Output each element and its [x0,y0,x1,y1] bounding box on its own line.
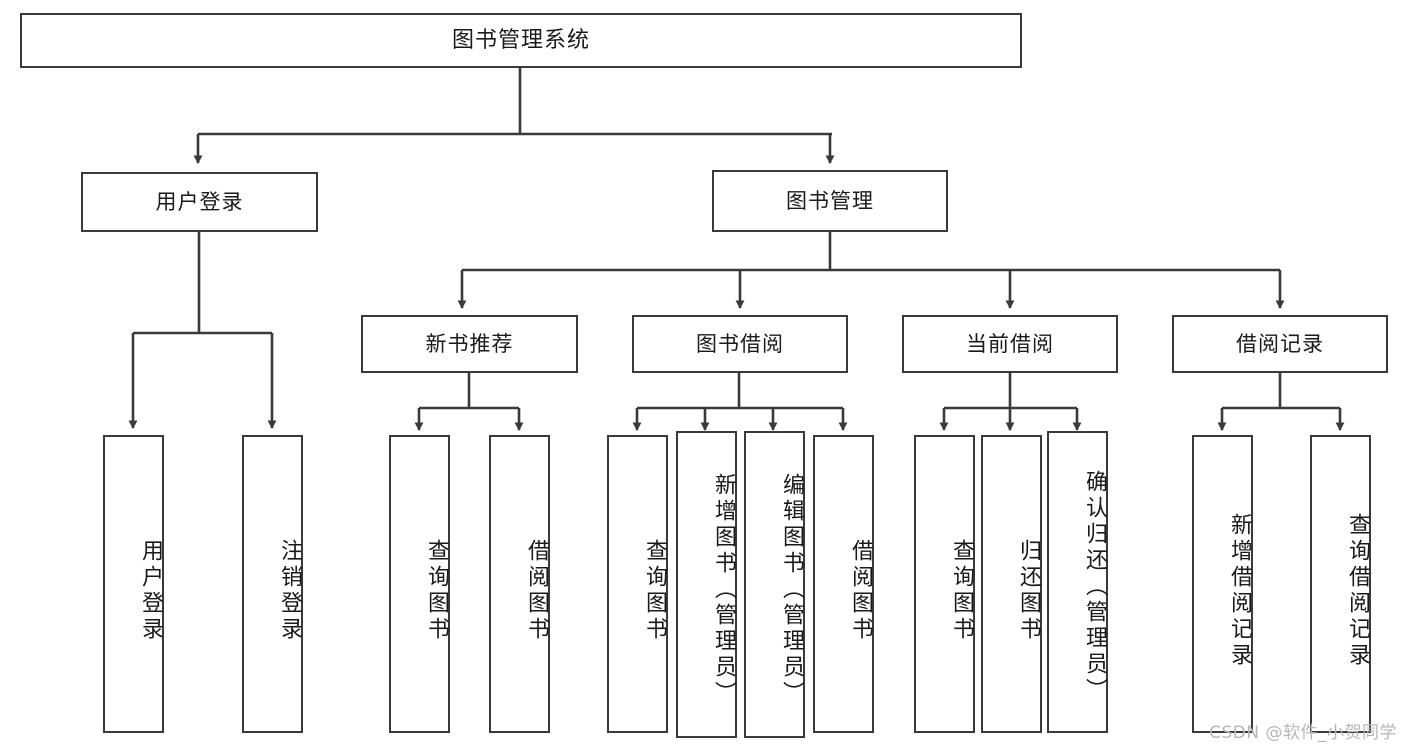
node-current-borrow[interactable]: 当前借阅 [902,315,1118,373]
node-label: 用户登录 [155,189,244,214]
leaf-query-book-recommend[interactable]: 查询图书 [389,435,450,733]
node-label: 查询图书 [424,539,449,643]
node-label: 查询借阅记录 [1345,513,1370,669]
leaf-query-borrow-record[interactable]: 查询借阅记录 [1310,435,1371,733]
node-book-borrow[interactable]: 图书借阅 [632,315,848,373]
node-label: 借阅图书 [848,539,873,643]
node-label: 用户登录 [138,539,163,643]
node-label: 注销登录 [277,539,302,643]
leaf-return-book[interactable]: 归还图书 [981,435,1042,733]
node-label: 图书借阅 [696,331,784,356]
node-label: 借阅图书 [524,539,549,643]
node-label: 新书推荐 [425,331,514,356]
leaf-query-book-borrow[interactable]: 查询图书 [607,435,668,733]
node-label: 借阅记录 [1236,331,1324,356]
node-label: 图书管理 [786,188,874,213]
leaf-query-book-current[interactable]: 查询图书 [914,435,975,733]
leaf-add-book-admin[interactable]: 新增图书（管理员） [676,431,737,738]
node-label: 新增图书（管理员） [711,472,736,707]
node-new-book-recommend[interactable]: 新书推荐 [361,315,578,373]
node-label: 当前借阅 [966,331,1054,356]
node-label: 查询图书 [949,539,974,643]
leaf-borrow-book[interactable]: 借阅图书 [813,435,874,733]
leaf-add-borrow-record[interactable]: 新增借阅记录 [1192,435,1253,733]
node-borrow-record[interactable]: 借阅记录 [1172,315,1388,373]
leaf-logout[interactable]: 注销登录 [242,435,303,733]
node-label: 编辑图书（管理员） [779,472,804,707]
node-label: 确认归还（管理员） [1082,470,1107,704]
node-book-management[interactable]: 图书管理 [712,170,948,232]
watermark-text: CSDN @软件_小贺同学 [1209,723,1397,743]
leaf-confirm-return-admin[interactable]: 确认归还（管理员） [1047,431,1108,733]
node-root-system[interactable]: 图书管理系统 [20,13,1022,68]
leaf-user-login[interactable]: 用户登录 [103,435,164,733]
leaf-borrow-book-recommend[interactable]: 借阅图书 [489,435,550,733]
node-user-login[interactable]: 用户登录 [81,172,318,232]
node-label: 归还图书 [1016,539,1041,643]
leaf-edit-book-admin[interactable]: 编辑图书（管理员） [744,431,805,738]
node-label: 新增借阅记录 [1227,513,1252,669]
node-label: 查询图书 [642,539,667,643]
node-label: 图书管理系统 [451,27,590,53]
